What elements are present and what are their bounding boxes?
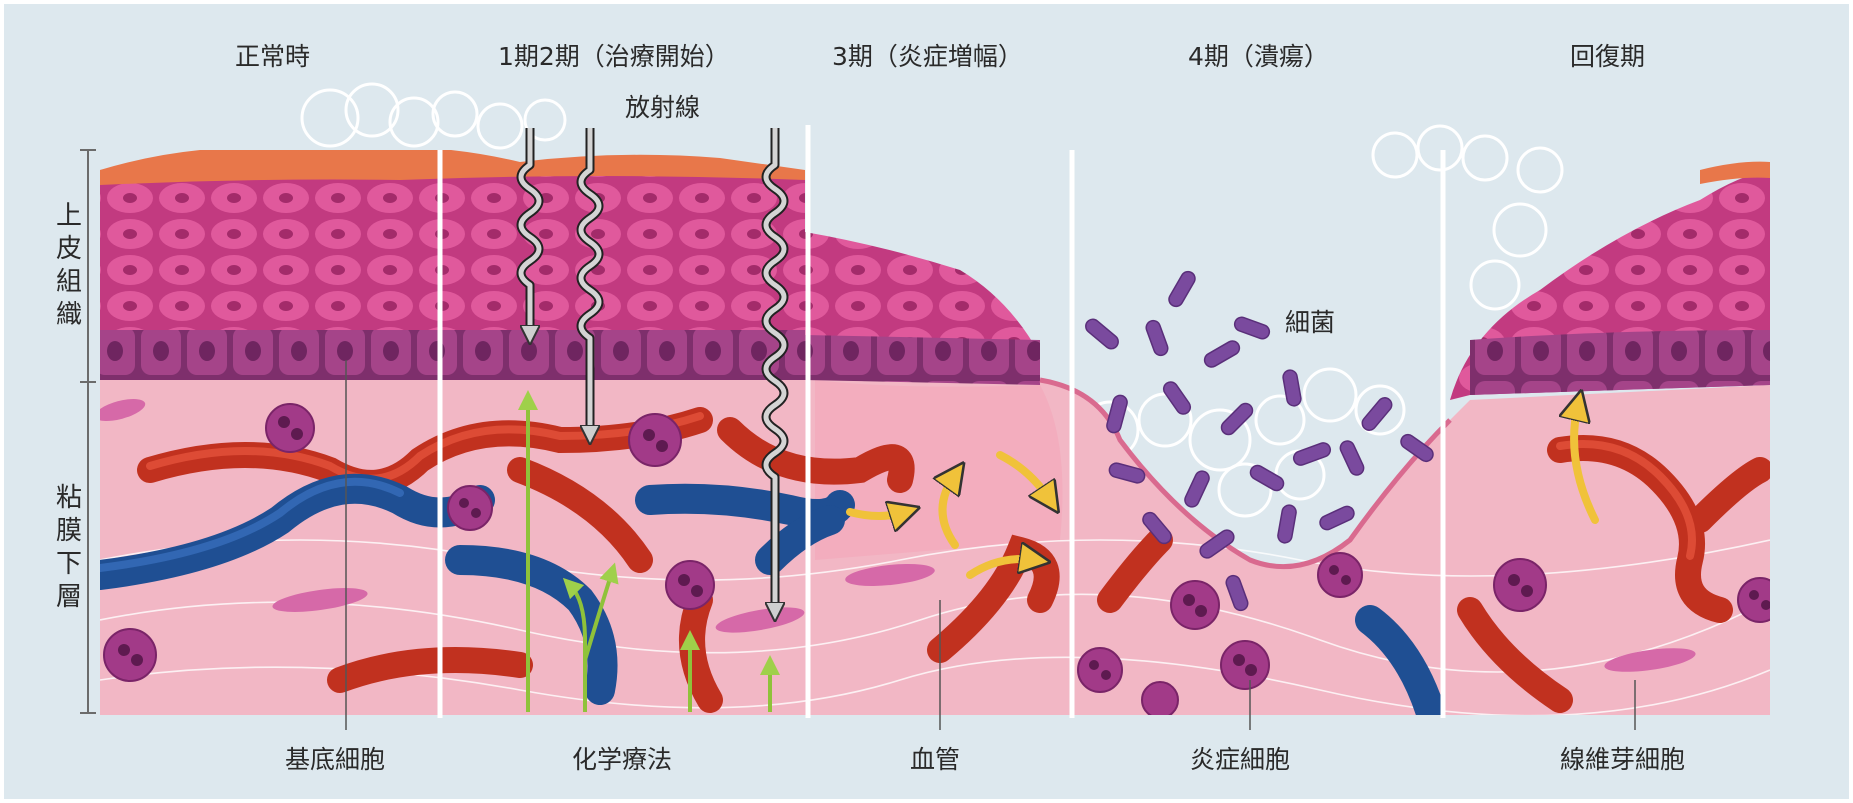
fibroblast-label: 線維芽細胞 (1560, 740, 1685, 776)
layer-label-epithelium: 上皮組織 (52, 200, 86, 332)
layer-label-submucosa: 粘膜下層 (52, 482, 86, 614)
blood-vessel-label: 血管 (910, 740, 960, 776)
stage-label-stage3: 3期（炎症増幅） (832, 37, 1023, 73)
stage-label-recovery: 回復期 (1570, 37, 1645, 73)
bacteria-label: 細菌 (1285, 303, 1335, 339)
basal-layer (100, 330, 805, 380)
chemotherapy-label: 化学療法 (572, 740, 672, 776)
stage-label-normal: 正常時 (235, 37, 310, 73)
inflammatory-cell-label: 炎症細胞 (1190, 740, 1290, 776)
stage-label-stage1-2: 1期2期（治療開始） (498, 37, 730, 73)
radiation-label: 放射線 (625, 88, 700, 124)
stage-label-stage4: 4期（潰瘍） (1188, 37, 1329, 73)
basal-cell-label: 基底細胞 (285, 740, 385, 776)
